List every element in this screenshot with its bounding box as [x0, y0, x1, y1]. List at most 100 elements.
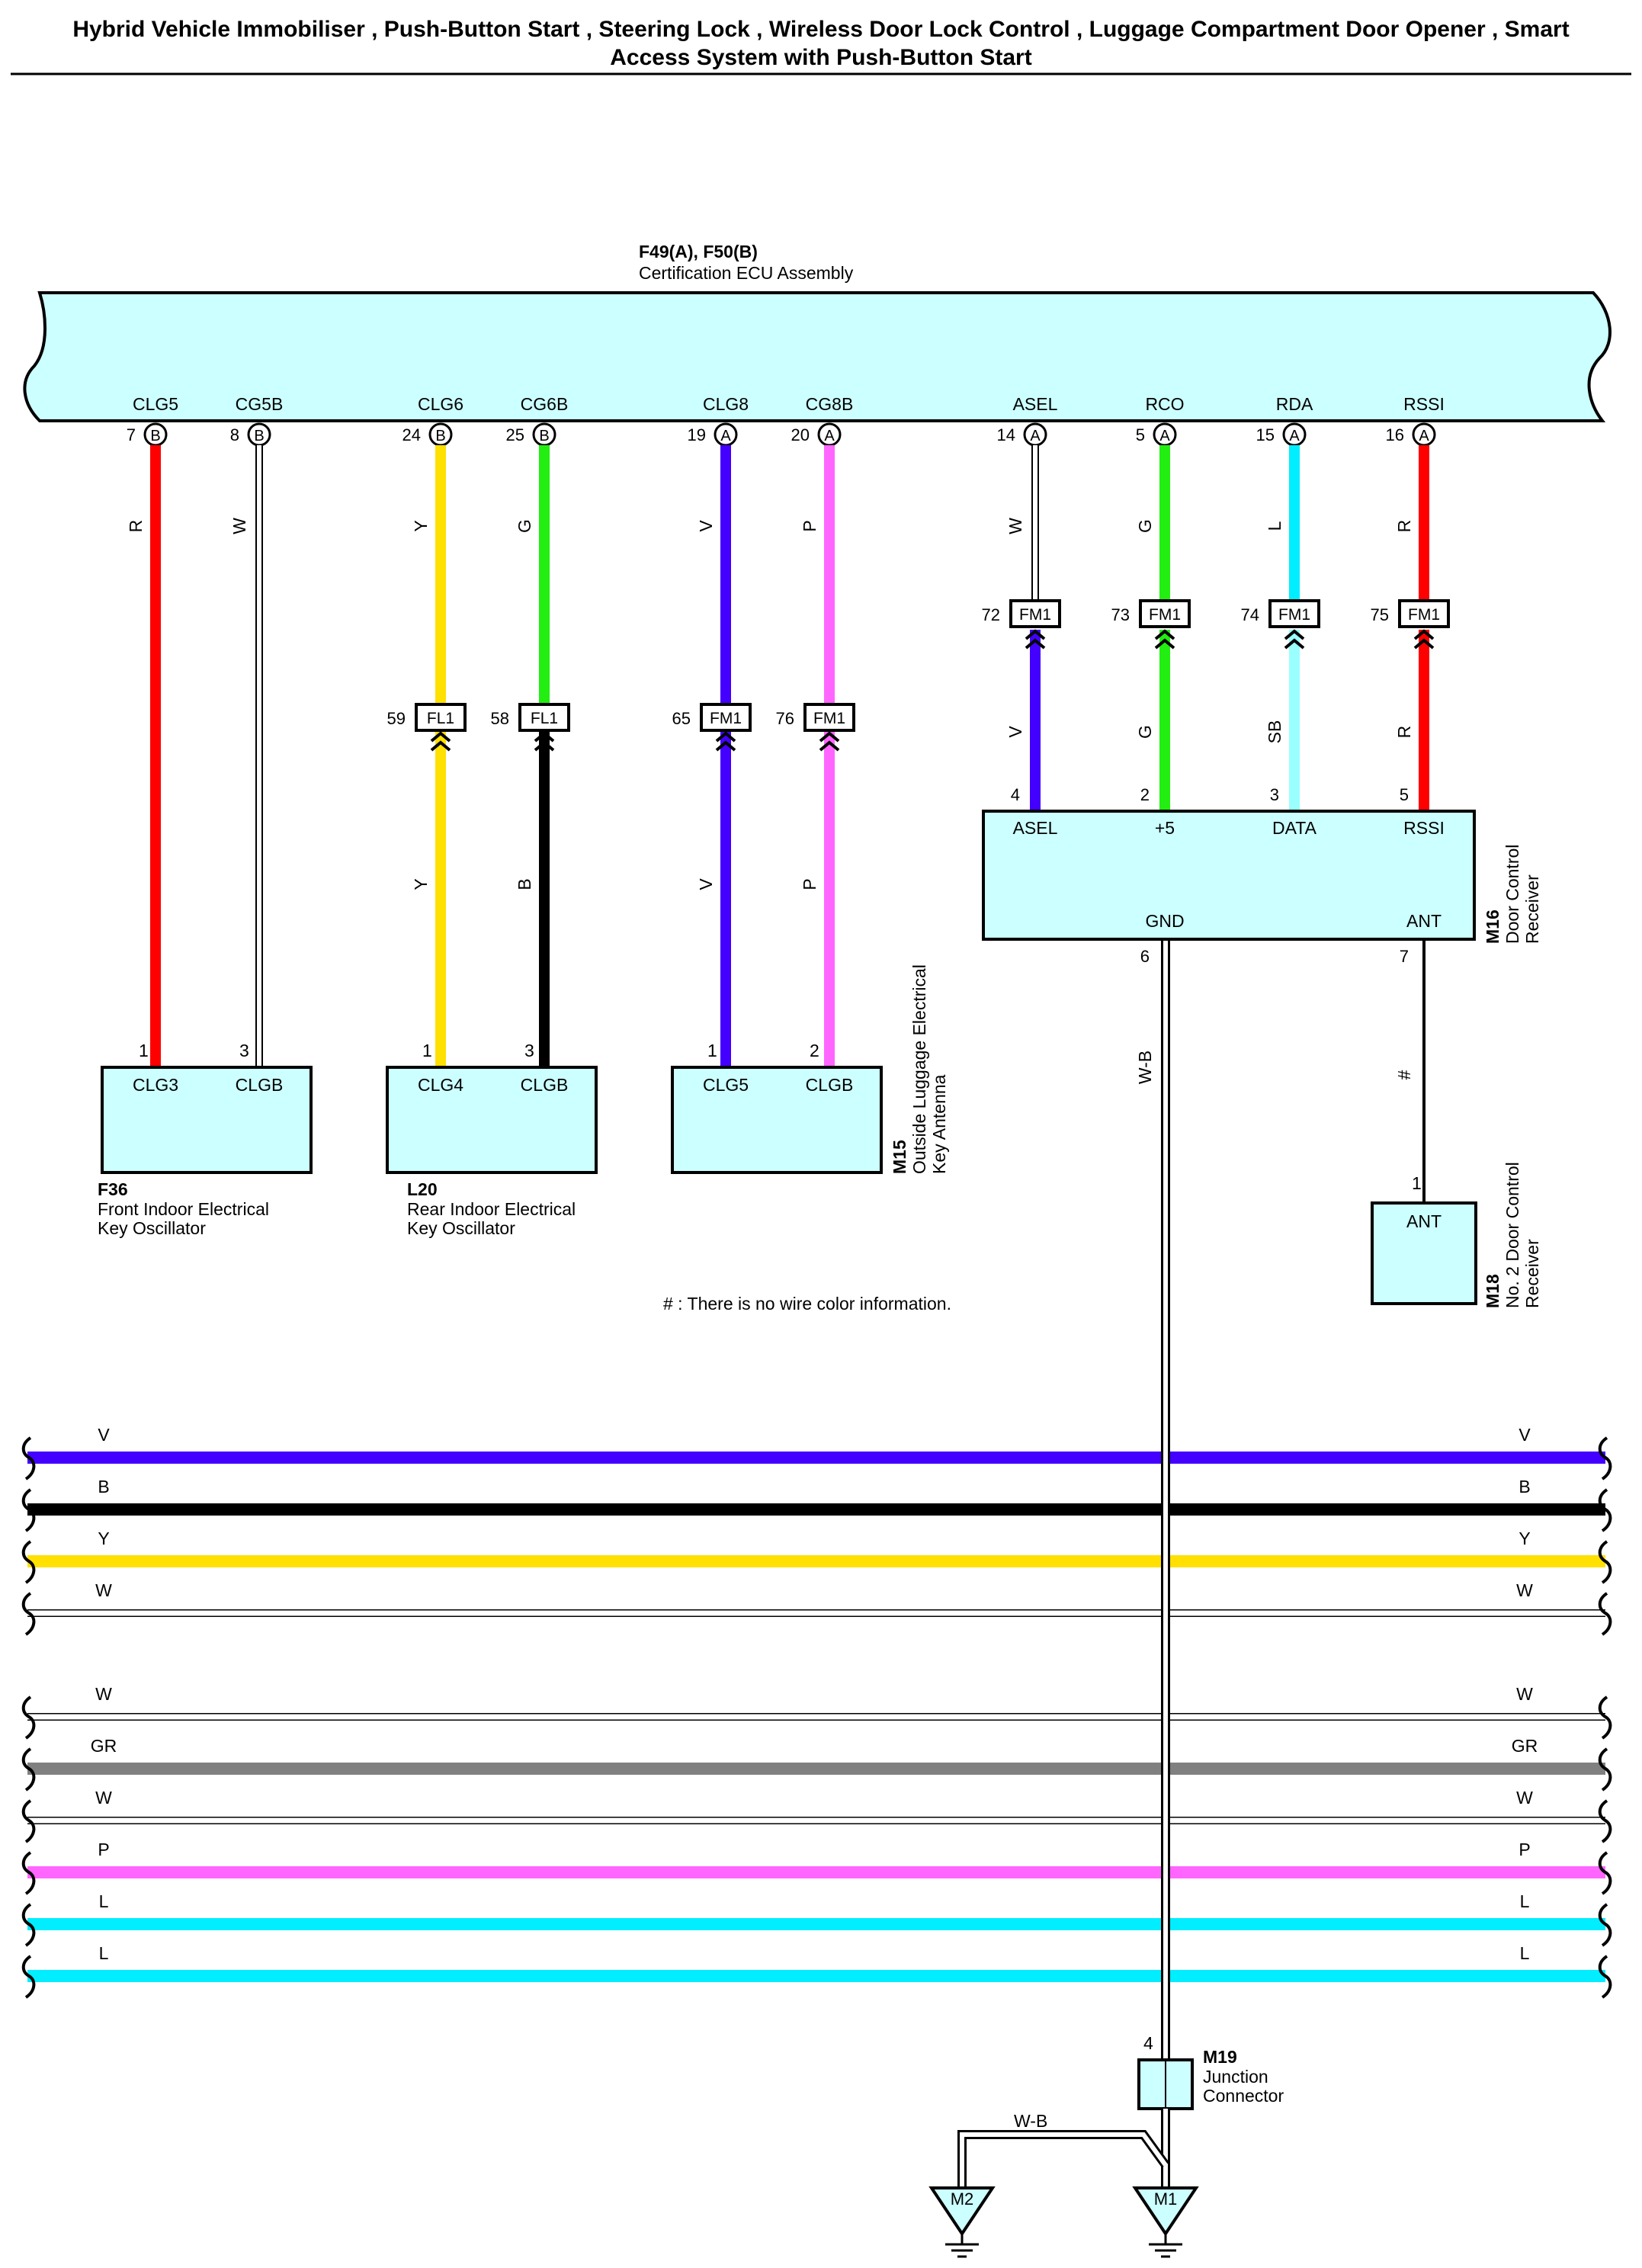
- bus-wire-left-break-9: [21, 1955, 36, 1999]
- wire-label-upper-2: Y: [411, 520, 431, 531]
- m15-name-line1: Outside Luggage Electrical: [909, 964, 929, 1174]
- m16-bottom-pin-num-0: 6: [1140, 947, 1150, 966]
- ecu-pin-name-rda: RDA: [1276, 394, 1313, 414]
- m16-name-line1: Door Control: [1502, 845, 1522, 944]
- ecu-pin-conn-letter-clg8: A: [720, 428, 731, 444]
- bus-wire-left-break-5: [21, 1747, 36, 1792]
- inline-75-chevron-b: [1413, 638, 1435, 650]
- inline-connector-label-74: FM1: [1278, 606, 1310, 624]
- f36-name-line1: Front Indoor Electrical: [98, 1199, 269, 1219]
- l20-pin1-name: CLG4: [418, 1075, 463, 1095]
- wire-label-r-f36: R: [126, 520, 146, 533]
- m18-pin-num: 1: [1412, 1173, 1422, 1193]
- bus-wire-label-right-9: L: [1520, 1943, 1530, 1963]
- inline-connector-65: [700, 703, 752, 732]
- bus-wire-left-break-6: [21, 1799, 36, 1843]
- ecu-pin-conn-letter-rco: A: [1159, 428, 1170, 444]
- bus-wire-label-left-6: W: [95, 1788, 112, 1808]
- inline-connector-label-65: FM1: [710, 710, 742, 727]
- bus-wire-right-break-6: [1598, 1799, 1612, 1843]
- wire-label-lower-4: V: [696, 878, 716, 890]
- bus-wire-right-break-2: [1598, 1540, 1612, 1584]
- m18-pin-name: ANT: [1406, 1211, 1442, 1231]
- ground-m2: [928, 2186, 996, 2258]
- m19-pin-num: 4: [1143, 2033, 1153, 2053]
- wire-label-upper-7: G: [1135, 519, 1155, 533]
- ecu-pin-name-clg6: CLG6: [418, 394, 463, 414]
- wire-label-ant: #: [1394, 1070, 1414, 1079]
- inline-connector-label-73: FM1: [1149, 606, 1181, 624]
- wire-label-upper-4: V: [696, 520, 716, 532]
- m16-bottom-pin-name-1: ANT: [1406, 911, 1442, 931]
- bus-wire-left-break-0: [21, 1436, 36, 1480]
- ecu-pin-name-cg8b: CG8B: [806, 394, 854, 414]
- wire-label-gnd: W-B: [1135, 1051, 1155, 1084]
- ecu-pin-conn-letter-rssi: A: [1419, 428, 1429, 444]
- inline-73-chevron-b: [1154, 638, 1175, 650]
- ecu-pin-conn-letter-cg6b: B: [539, 428, 549, 444]
- inline-75-chevron-a: [1413, 629, 1435, 640]
- f36-body: [101, 1066, 313, 1174]
- wire-label-w-f36: W: [229, 518, 249, 534]
- f36-code: F36: [98, 1179, 128, 1199]
- bus-wire-left-break-8: [21, 1903, 36, 1947]
- bus-wire-label-left-2: Y: [98, 1529, 109, 1548]
- inline-connector-73: [1139, 599, 1191, 628]
- wire-color-note: # : There is no wire color information.: [663, 1294, 951, 1314]
- inline-connector-label-76: FM1: [813, 710, 845, 727]
- ecu-pin-num-cg5b: 8: [230, 425, 239, 444]
- ecu-pin-name-rco: RCO: [1145, 394, 1184, 414]
- inline-58-chevron-a: [534, 731, 555, 743]
- bus-wire-right-break-0: [1598, 1436, 1612, 1480]
- wire-label-lower-9: R: [1394, 726, 1414, 739]
- l20-name-line2: Key Oscillator: [407, 1218, 515, 1238]
- f36-name-line2: Key Oscillator: [98, 1218, 206, 1238]
- ground-wire: [957, 2109, 1170, 2188]
- bus-wire-label-left-4: W: [95, 1684, 112, 1704]
- bus-wire-left-break-2: [21, 1540, 36, 1584]
- ground-m2-label: M2: [951, 2189, 974, 2209]
- inline-73-chevron-a: [1154, 629, 1175, 640]
- inline-connector-label-75: FM1: [1408, 606, 1440, 624]
- wire-label-lower-5: P: [800, 878, 819, 890]
- inline-connector-59: [415, 703, 467, 732]
- m15-pin2-name: CLGB: [806, 1075, 854, 1095]
- ecu-pin-num-clg6: 24: [402, 425, 421, 444]
- ecu-pin-name-asel: ASEL: [1013, 394, 1058, 414]
- wire-label-lower-6: V: [1005, 726, 1025, 738]
- inline-58-chevron-b: [534, 740, 555, 752]
- bus-wire-label-left-5: GR: [91, 1736, 117, 1756]
- ground-m1: [1132, 2186, 1199, 2258]
- bus-wire-right-break-4: [1598, 1695, 1612, 1740]
- ecu-pin-name-clg5: CLG5: [133, 394, 178, 414]
- wire-label-upper-3: G: [515, 519, 534, 533]
- ecu-pin-conn-letter-clg6: B: [435, 428, 445, 444]
- ecu-pin-num-cg6b: 25: [506, 425, 524, 444]
- ecu-pin-num-rco: 5: [1136, 425, 1145, 444]
- l20-pin1-num: 1: [422, 1041, 432, 1060]
- m16-pin-num-1: 2: [1140, 785, 1150, 804]
- inline-connector-label-72: FM1: [1019, 606, 1051, 624]
- m16-bottom-pin-num-1: 7: [1400, 947, 1409, 966]
- ecu-pin-conn-letter-cg8b: A: [824, 428, 835, 444]
- bus-wire-label-right-1: B: [1519, 1477, 1530, 1496]
- m18-code: M18: [1483, 1274, 1502, 1308]
- m16-pin-num-3: 5: [1400, 785, 1409, 804]
- m15-pin2-num: 2: [810, 1041, 819, 1060]
- m19-name-line1: Junction: [1203, 2067, 1268, 2087]
- inline-65-chevron-b: [715, 740, 736, 752]
- inline-65-chevron-a: [715, 731, 736, 743]
- ground-m1-label: M1: [1154, 2189, 1178, 2209]
- ecu-pin-num-clg5: 7: [127, 425, 136, 444]
- wire-label-lower-3: B: [515, 878, 534, 890]
- m15-code: M15: [890, 1140, 909, 1174]
- wire-label-upper-8: L: [1265, 521, 1284, 531]
- wire-label-lower-8: SB: [1265, 720, 1284, 744]
- inline-59-chevron-a: [430, 731, 451, 743]
- bus-wire-right-break-1: [1598, 1488, 1612, 1532]
- bus-wire-right-break-5: [1598, 1747, 1612, 1792]
